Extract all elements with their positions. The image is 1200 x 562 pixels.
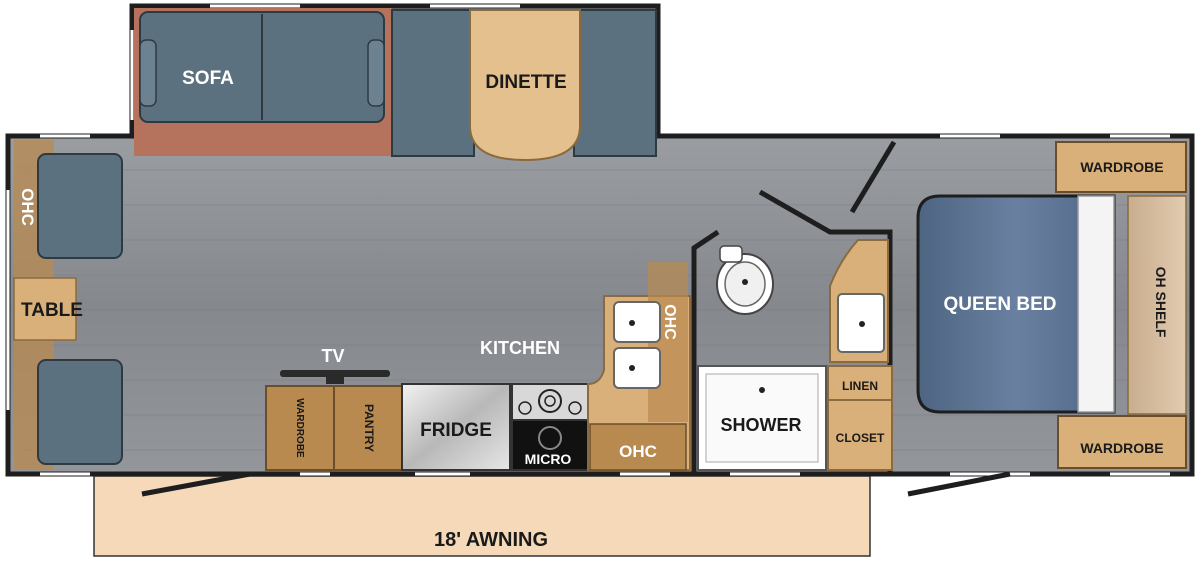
tv: TV xyxy=(280,346,390,384)
awning: 18' AWNING xyxy=(93,475,871,557)
queen-bed[interactable]: QUEEN BED xyxy=(916,194,1116,414)
dinette[interactable]: DINETTE xyxy=(391,9,657,162)
pantry-label: PANTRY xyxy=(362,404,376,452)
wardrobe-bottom-label: WARDROBE xyxy=(1080,440,1163,456)
shower-label: SHOWER xyxy=(721,415,802,435)
micro-label: MICRO xyxy=(525,451,572,467)
bath-vanity xyxy=(829,239,889,363)
ohc-sink-label: OHC xyxy=(661,304,678,340)
entry-door-right[interactable] xyxy=(907,471,1011,497)
awning-label: 18' AWNING xyxy=(434,529,548,551)
kitchen-label: KITCHEN xyxy=(480,338,560,358)
front-cabinets: WARDROBE PANTRY xyxy=(265,385,403,471)
entry-door-left[interactable] xyxy=(141,471,251,497)
fridge[interactable]: FRIDGE xyxy=(401,383,511,471)
dinette-label: DINETTE xyxy=(485,72,566,93)
bedroom: WARDROBE WARDROBE OH SHELF xyxy=(1055,141,1187,469)
bathroom-walls xyxy=(691,140,897,474)
kitchen-counter: KITCHEN OHC OHC xyxy=(480,262,691,471)
tv-label: TV xyxy=(321,346,344,366)
oh-shelf-label: OH SHELF xyxy=(1153,267,1169,338)
table-label: TABLE xyxy=(21,300,83,321)
front-seating: OHC TABLE xyxy=(13,140,123,470)
shower[interactable]: SHOWER xyxy=(697,365,827,471)
queen-bed-label: QUEEN BED xyxy=(944,294,1057,315)
sofa-label: SOFA xyxy=(182,68,234,89)
linen-closet: LINEN CLOSET xyxy=(827,365,893,471)
sofa[interactable]: SOFA xyxy=(139,11,385,123)
range[interactable]: MICRO xyxy=(511,383,591,471)
ohc-counter-label: OHC xyxy=(619,442,657,461)
wardrobe-small-label: WARDROBE xyxy=(294,398,305,458)
closet-label: CLOSET xyxy=(836,431,885,445)
fridge-label: FRIDGE xyxy=(420,420,492,441)
ohc-left-label: OHC xyxy=(18,188,37,226)
wardrobe-top-label: WARDROBE xyxy=(1080,159,1163,175)
toilet[interactable] xyxy=(716,245,774,315)
linen-label: LINEN xyxy=(842,379,878,393)
